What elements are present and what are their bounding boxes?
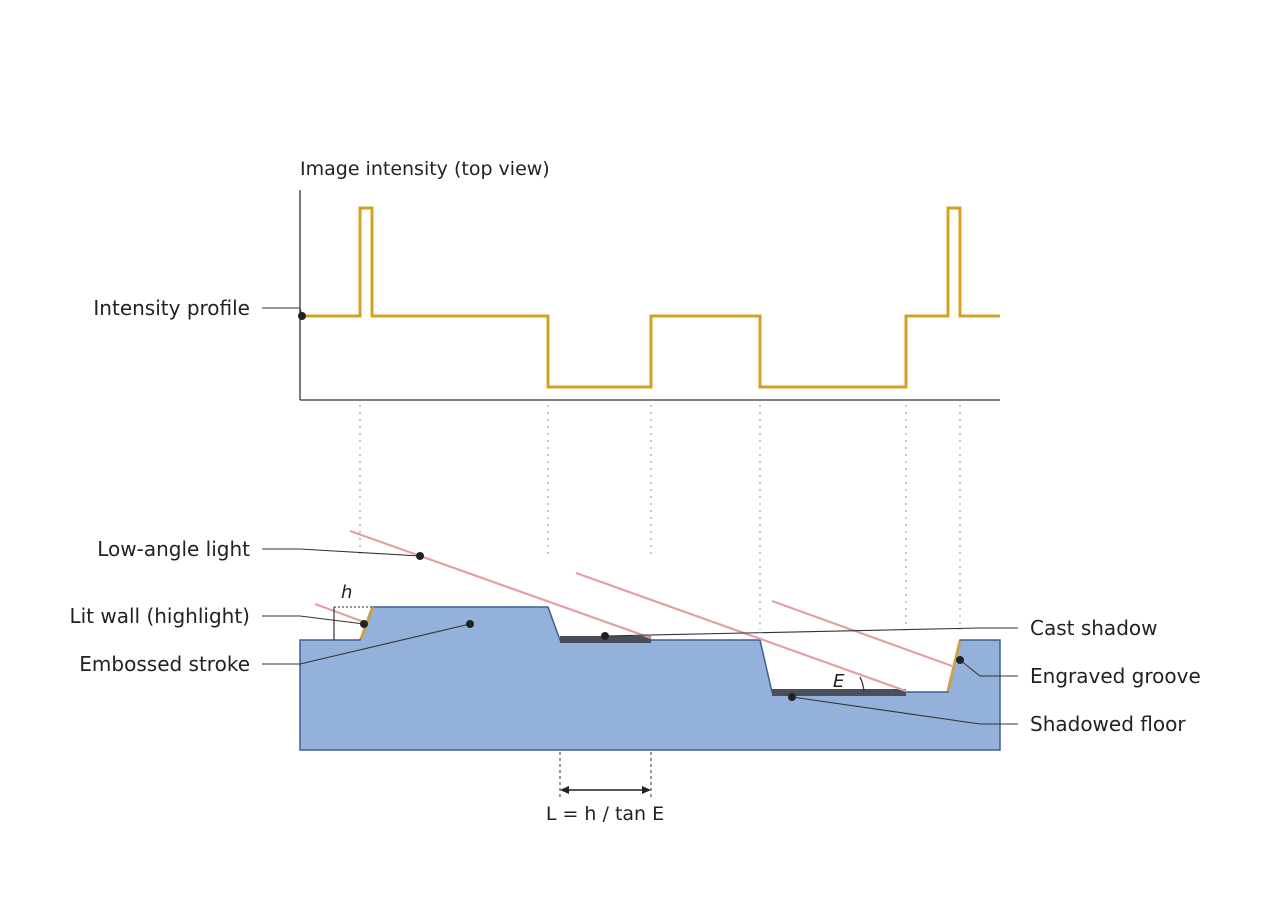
shadow-length-dimension: L = h / tan E [546,752,664,825]
dot-engraved-groove [956,656,964,664]
intensity-profile-line [300,206,1000,389]
label-embossed-stroke: Embossed stroke [79,652,250,676]
dot-cast-shadow [601,632,609,640]
light-ray [575,571,907,693]
height-symbol: h [341,582,352,603]
label-shadowed-floor: Shadowed floor [1030,712,1186,736]
dot-shadowed-floor [788,693,796,701]
dot-intensity-profile [298,312,306,320]
label-lit-wall: Lit wall (highlight) [69,604,250,628]
leader-engraved-groove [959,659,1018,677]
dimension-arrow-right [642,786,651,794]
elevation-angle-marker: E [833,671,865,692]
dot-low-angle-light [416,552,424,560]
label-intensity-profile: Intensity profile [93,296,250,320]
leader-cast-shadow [604,627,1018,637]
lit-wall-right-highlight [946,640,962,692]
shadowed-floor-band [772,689,906,696]
dot-lit-wall [360,620,368,628]
shadow-length-formula: L = h / tan E [546,803,664,825]
label-cast-shadow: Cast shadow [1030,616,1157,640]
leader-embossed-stroke [262,623,471,665]
dot-embossed-stroke [466,620,474,628]
light-ray [349,529,652,640]
angle-arc [859,676,865,692]
light-ray [771,599,953,668]
dimension-arrow-left [560,786,569,794]
leader-shadowed-floor [791,696,1018,725]
surface-cross-section [299,606,1001,751]
leader-low-angle-light [262,548,421,557]
light-ray [314,602,365,624]
low-angle-light-rays [314,529,953,693]
height-marker: h [333,582,372,640]
elevation-symbol: E [833,671,845,692]
leader-lit-wall [262,615,365,625]
plot-title: Image intensity (top view) [300,158,550,180]
alignment-guides [359,405,961,630]
leader-intensity-profile [262,307,303,317]
leader-lines [262,307,1018,725]
label-low-angle-light: Low-angle light [97,537,250,561]
label-engraved-groove: Engraved groove [1030,664,1201,688]
leader-dots [298,312,964,701]
